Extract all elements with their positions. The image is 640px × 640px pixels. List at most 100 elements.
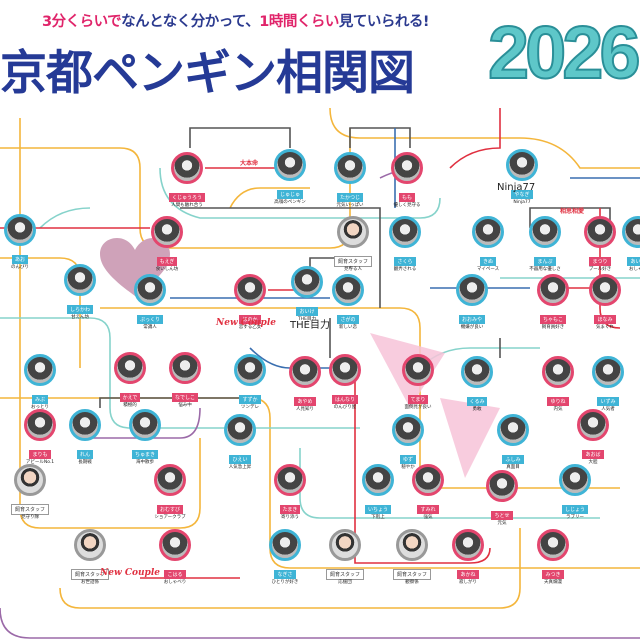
penguin-node[interactable]: ほのか恋する乙女 <box>230 274 270 331</box>
penguin-caption: 海中散歩 <box>136 460 154 465</box>
penguin-name: 飼育スタッフ <box>333 256 372 267</box>
penguin-node[interactable]: はんなりのんびり屋 <box>325 354 365 411</box>
penguin-node[interactable]: もえぎ食いしん坊 <box>147 216 187 273</box>
penguin-node[interactable]: もも優しく見守る <box>387 152 427 209</box>
penguin-node[interactable]: てまり面倒見が良い <box>398 354 438 411</box>
penguin-node[interactable]: みぶおっとり <box>20 354 60 411</box>
penguin-node[interactable]: きぬマイペース <box>468 216 508 273</box>
penguin-photo <box>396 529 428 561</box>
penguin-node[interactable]: くじゅうろう人間も触れ合う <box>167 152 207 209</box>
penguin-caption: 食いしん坊 <box>155 267 179 272</box>
penguin-caption: ツンデレ <box>241 405 259 410</box>
penguin-photo <box>537 529 569 561</box>
penguin-node[interactable]: すみれ強気 <box>408 464 448 521</box>
penguin-node[interactable]: 飼育スタッフ見守り隊 <box>10 464 50 521</box>
penguin-photo <box>412 464 444 496</box>
penguin-name: ちゅまき <box>131 450 158 459</box>
penguin-node[interactable]: たまき寄り添う <box>270 464 310 521</box>
penguin-node[interactable]: すずかツンデレ <box>230 354 270 411</box>
penguin-caption: 不器用な優しさ <box>529 267 561 272</box>
penguin-name: 飼育スタッフ <box>10 504 49 515</box>
penguin-node[interactable]: まんぷ不器用な優しさ <box>525 216 565 273</box>
penguin-node[interactable]: 飼育スタッフ観察係 <box>392 529 432 586</box>
penguin-name: ゆず <box>399 455 416 464</box>
penguin-node[interactable]: ゆりね内気 <box>538 356 578 413</box>
penguin-name: ゆりね <box>547 397 569 406</box>
penguin-node[interactable]: あやめ人見知り <box>285 356 325 413</box>
penguin-node[interactable]: ふしみ真面目 <box>493 414 533 471</box>
eyes-label: THE目力 <box>290 320 330 331</box>
page-title: 京都ペンギン相関図 <box>0 46 415 101</box>
penguin-name: おおみや <box>458 315 485 324</box>
penguin-name: まりも <box>29 450 51 459</box>
penguin-node[interactable]: あかね寂しがり <box>448 529 488 586</box>
new-couple-label: New Couple <box>100 568 160 578</box>
penguin-photo <box>24 409 56 441</box>
penguin-caption: THE目力 <box>298 317 316 322</box>
penguin-node[interactable]: くるみ勇敢 <box>457 356 497 413</box>
penguin-name: ちとせ <box>491 511 513 520</box>
penguin-node[interactable]: さくら翻弄される <box>385 216 425 273</box>
penguin-photo <box>224 414 256 446</box>
penguin-caption: 面倒見が良い <box>404 405 432 410</box>
penguin-caption: 観察係 <box>405 580 419 585</box>
penguin-name: はんなり <box>331 395 358 404</box>
penguin-caption: 穏やか <box>401 465 415 470</box>
penguin-caption: 甘えん坊 <box>71 315 89 320</box>
penguin-node[interactable]: 飼育スタッフお世話係 <box>70 529 110 586</box>
penguin-name: ひえい <box>229 455 251 464</box>
penguin-node[interactable]: なぎさひとりが好き <box>265 529 305 586</box>
penguin-node[interactable]: あおば大胆 <box>573 409 613 466</box>
penguin-node[interactable]: ぷっくり常識人 <box>130 274 170 331</box>
penguin-node[interactable]: みつき天真爛漫 <box>533 529 573 586</box>
penguin-photo <box>392 414 424 446</box>
penguin-node[interactable]: れん長期戦 <box>65 409 105 466</box>
penguin-node[interactable]: ゆず穏やか <box>388 414 428 471</box>
penguin-caption: おっとり <box>31 405 49 410</box>
penguin-name: なぎさ <box>274 570 296 579</box>
penguin-node[interactable]: こはるおしゃべり <box>155 529 195 586</box>
penguin-caption: 元気いっぱい <box>336 203 364 208</box>
penguin-photo <box>129 409 161 441</box>
penguin-node[interactable]: じゅじゅ高嶺のペンギン <box>270 149 310 206</box>
subtitle-part: 3分くらいで <box>42 14 122 30</box>
penguin-node[interactable]: まつりプール好き <box>580 216 620 273</box>
penguin-node[interactable]: ちとせ元気 <box>482 470 522 527</box>
penguin-node[interactable]: 飼育スタッフ応援団 <box>325 529 365 586</box>
penguin-node[interactable]: しらかわ甘えん坊 <box>60 264 100 321</box>
penguin-name: まんぷ <box>534 257 556 266</box>
penguin-photo <box>537 274 569 306</box>
penguin-node[interactable]: 飼育スタッフ見守る人 <box>333 216 373 273</box>
penguin-photo <box>24 354 56 386</box>
penguin-photo <box>69 409 101 441</box>
penguin-caption: 人気急上昇 <box>228 465 252 470</box>
penguin-node[interactable]: ちゅまき海中散歩 <box>125 409 165 466</box>
penguin-photo <box>234 354 266 386</box>
mutual-label: 相思相愛 <box>560 208 585 215</box>
penguin-node[interactable]: あいこおしゃれ <box>618 216 640 273</box>
penguin-photo <box>234 274 266 306</box>
penguin-node[interactable]: いちょう下剋上 <box>358 464 398 521</box>
pink-callout <box>440 398 500 478</box>
penguin-node[interactable]: しじょうラブリー <box>555 464 595 521</box>
penguin-node[interactable]: たかつじ元気いっぱい <box>330 152 370 209</box>
penguin-name: くじゅうろう <box>168 193 205 202</box>
penguin-name: 飼育スタッフ <box>70 569 109 580</box>
penguin-node[interactable]: いずみ人気者 <box>588 356 628 413</box>
penguin-node[interactable]: ひえい人気急上昇 <box>220 414 260 471</box>
penguin-node[interactable]: さがの新しい恋 <box>328 274 368 331</box>
penguin-node[interactable]: おむすびショアークラブ <box>150 464 190 521</box>
penguin-node[interactable]: なでしこ悩み中 <box>165 352 205 409</box>
penguin-node[interactable]: ちゃもこ飼育員好き <box>533 274 573 331</box>
penguin-name: おむすび <box>156 505 183 514</box>
penguin-photo <box>289 356 321 388</box>
penguin-node[interactable]: まりもアピールNo.1 <box>20 409 60 466</box>
penguin-node[interactable]: おおみや機嫌が良い <box>452 274 492 331</box>
penguin-node[interactable]: ほなみ気まぐれ <box>585 274 625 331</box>
penguin-node[interactable]: かえで積極的 <box>110 352 150 409</box>
penguin-photo <box>402 354 434 386</box>
header: 3分くらいでなんとなく分かって、1時間くらい見ていられる! 京都ペンギン相関図 … <box>0 0 640 108</box>
penguin-node[interactable]: あおのんびり <box>0 214 40 271</box>
